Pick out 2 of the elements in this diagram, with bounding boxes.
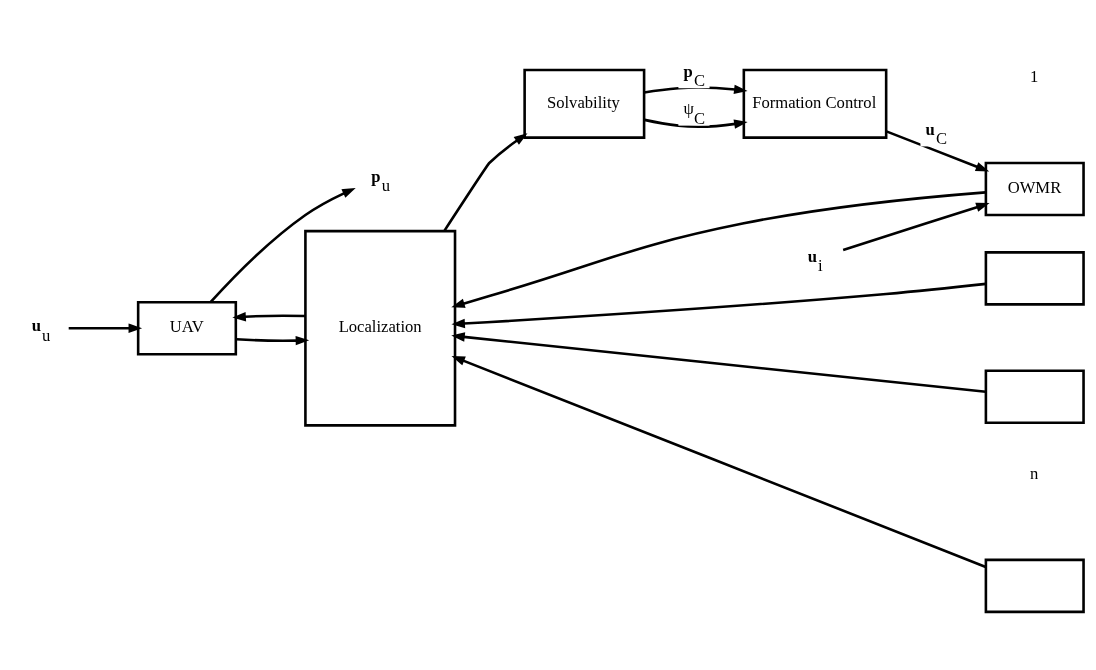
label: n <box>1030 463 1039 483</box>
label: 1 <box>1030 66 1039 86</box>
